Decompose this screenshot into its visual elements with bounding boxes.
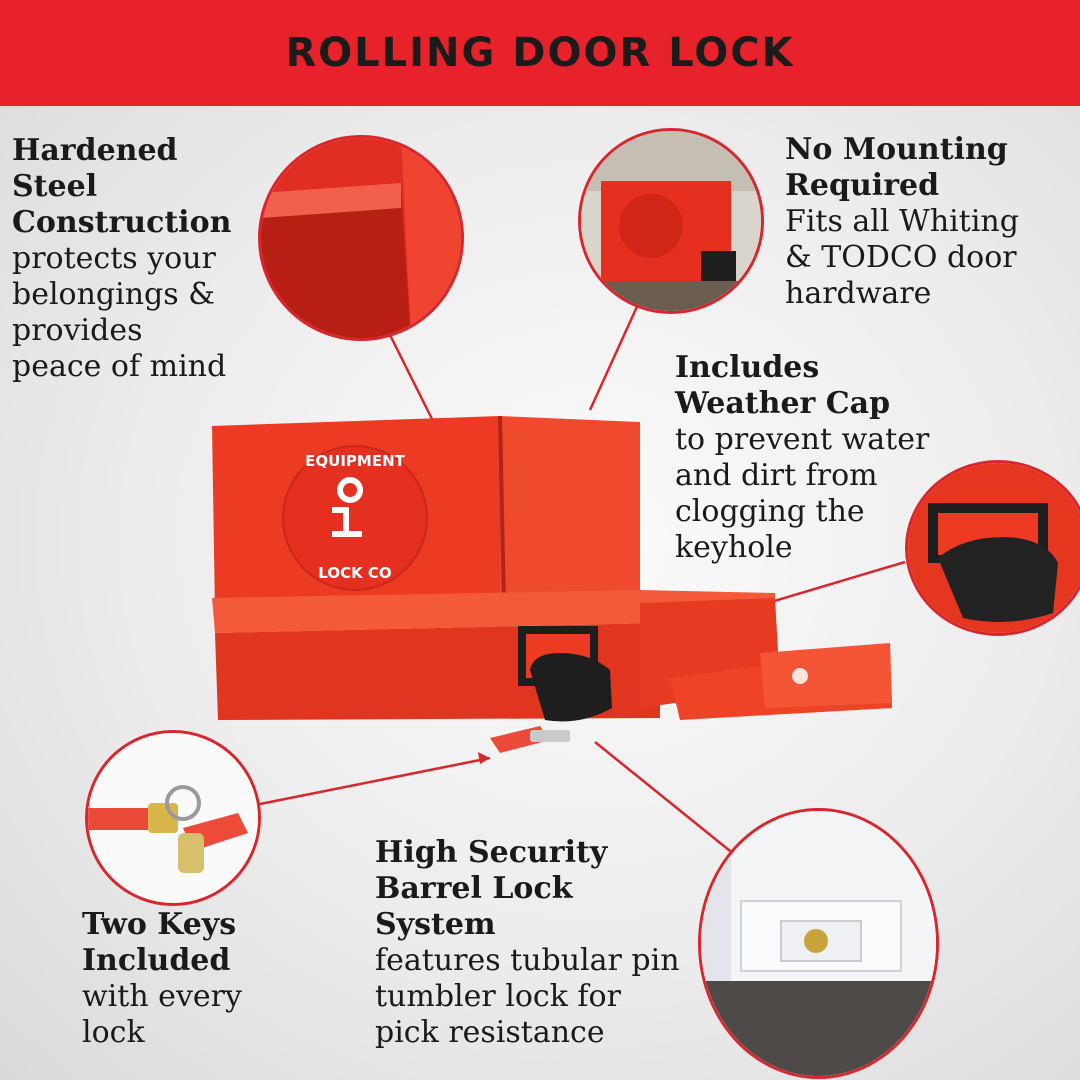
weather-body-3: clogging the — [675, 494, 865, 529]
lock-logo-disc — [282, 445, 428, 591]
barrel-feature: High Security Barrel Lock System feature… — [375, 835, 680, 1051]
logo-top-text: EQUIPMENT — [305, 452, 405, 470]
steel-feature: Hardened Steel Construction protects you… — [12, 133, 231, 385]
weather-body-2: and dirt from — [675, 458, 878, 493]
barrel-heading-3: System — [375, 907, 496, 942]
title-banner: ROLLING DOOR LOCK — [0, 0, 1080, 106]
steel-heading-3: Construction — [12, 205, 232, 240]
weather-heading-2: Weather Cap — [675, 386, 891, 421]
barrel-callout-line — [594, 741, 736, 856]
mounting-heading-2: Required — [785, 168, 940, 203]
barrel-keyhole-icon — [804, 929, 828, 953]
weather-body-4: keyhole — [675, 530, 793, 565]
weather-heading-1: Includes — [675, 350, 820, 385]
steel-heading-2: Steel — [12, 169, 98, 204]
steel-closeup-circle — [258, 135, 464, 341]
steel-body-3: provides — [12, 313, 143, 348]
mounting-body-3: hardware — [785, 276, 932, 311]
steel-heading-1: Hardened — [12, 133, 178, 168]
mounting-body-2: & TODCO door — [785, 240, 1017, 275]
keys-feature: Two Keys Included with every lock — [82, 907, 242, 1051]
key-glyph-icon — [332, 477, 364, 537]
mounting-body-1: Fits all Whiting — [785, 204, 1019, 239]
weather-feature: Includes Weather Cap to prevent water an… — [675, 350, 929, 566]
steel-body-1: protects your — [12, 241, 216, 276]
barrel-heading-1: High Security — [375, 835, 608, 870]
barrel-body-1: features tubular pin — [375, 943, 680, 978]
keys-heading-1: Two Keys — [82, 907, 237, 942]
barrel-lock-closeup-circle — [698, 808, 939, 1079]
rolling-door-lock-image: EQUIPMENT LOCK CO — [212, 415, 892, 753]
mounting-callout-line — [588, 299, 642, 411]
keys-closeup-circle — [85, 730, 261, 906]
keys-callout-line — [254, 756, 491, 807]
steel-body-4: peace of mind — [12, 349, 227, 384]
logo-bottom-text: LOCK CO — [318, 564, 391, 582]
weather-cap — [530, 653, 612, 722]
keys-body-2: lock — [82, 1015, 145, 1050]
barrel-body-3: pick resistance — [375, 1015, 605, 1050]
barrel-heading-2: Barrel Lock — [375, 871, 573, 906]
weather-body-1: to prevent water — [675, 422, 930, 457]
barrel-body-2: tumbler lock for — [375, 979, 621, 1014]
mounting-closeup-circle — [578, 128, 764, 314]
weather-cap-closeup-circle — [905, 460, 1080, 636]
steel-body-2: belongings & — [12, 277, 215, 312]
keys-body-1: with every — [82, 979, 242, 1014]
mounting-heading-1: No Mounting — [785, 132, 1008, 167]
page-title: ROLLING DOOR LOCK — [285, 30, 795, 76]
mounting-feature: No Mounting Required Fits all Whiting & … — [785, 132, 1019, 312]
keys-heading-2: Included — [82, 943, 231, 978]
